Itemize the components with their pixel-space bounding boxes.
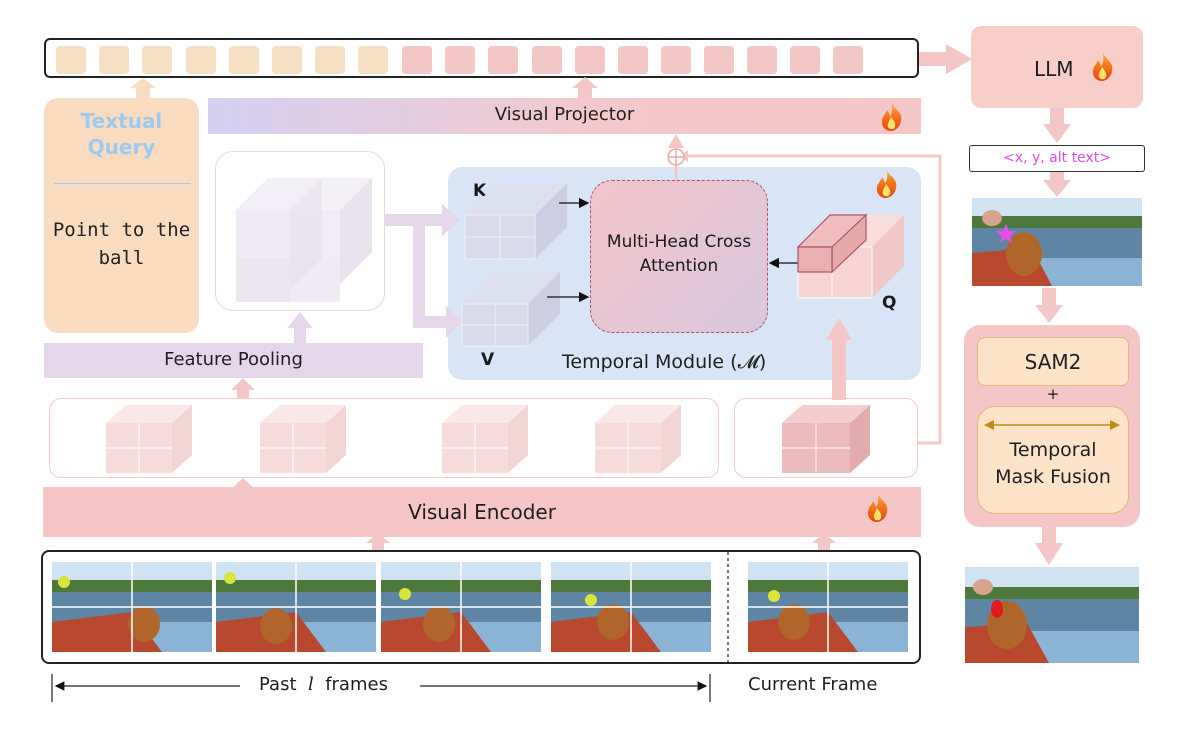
feature-pooling-label: Feature Pooling bbox=[164, 349, 303, 370]
current-frame-label: Current Frame bbox=[748, 674, 878, 695]
text-token bbox=[186, 46, 216, 74]
arrow-query-to-tokens bbox=[130, 78, 156, 98]
visual-token bbox=[618, 46, 648, 74]
visual-token bbox=[402, 46, 432, 74]
arrow-features-to-pooling bbox=[231, 378, 255, 398]
arrow-pooling-to-box bbox=[287, 312, 313, 343]
llm-label: LLM bbox=[1034, 57, 1074, 81]
arrow-llm-to-output bbox=[1043, 108, 1071, 143]
query-label: Q bbox=[882, 293, 897, 313]
fire-icon bbox=[867, 494, 888, 522]
divider bbox=[54, 183, 191, 184]
text-token bbox=[315, 46, 345, 74]
arrow-image-to-sam bbox=[1035, 288, 1063, 323]
visual-token bbox=[790, 46, 820, 74]
plus-sign: + bbox=[1046, 385, 1060, 403]
sam2-label: SAM2 bbox=[1024, 350, 1082, 374]
add-circle-icon bbox=[667, 148, 685, 166]
textual-query-title: Textual Query bbox=[80, 109, 163, 159]
video-frames bbox=[52, 552, 908, 662]
query-cubes bbox=[796, 213, 904, 299]
current-feature-cubes bbox=[782, 405, 870, 473]
value-label: V bbox=[481, 350, 495, 370]
textual-query-box bbox=[44, 98, 199, 333]
frame-thumbnail bbox=[551, 562, 711, 652]
token-sequence bbox=[44, 38, 919, 78]
visual-token bbox=[747, 46, 777, 74]
frame-thumbnail bbox=[52, 562, 212, 652]
visual-projector bbox=[208, 98, 921, 134]
segmentation-result-image bbox=[965, 567, 1139, 663]
arrow-sam-to-result bbox=[1035, 527, 1063, 565]
fire-icon bbox=[881, 103, 902, 131]
text-token bbox=[229, 46, 259, 74]
visual-token bbox=[833, 46, 863, 74]
current-frame-thumbnail bbox=[748, 562, 908, 652]
arrow-tokens-to-llm bbox=[919, 44, 972, 74]
double-arrow bbox=[984, 420, 1120, 430]
visual-encoder-label: Visual Encoder bbox=[408, 500, 556, 524]
arrow-output-to-image bbox=[1043, 172, 1071, 197]
past-label-suffix: frames bbox=[325, 674, 388, 695]
frame-thumbnail bbox=[216, 562, 376, 652]
pooled-feature-cubes bbox=[236, 178, 372, 302]
arrow-current-to-q bbox=[826, 318, 852, 400]
output-format: <x, y, alt text> bbox=[969, 145, 1145, 172]
star-marker-icon bbox=[996, 224, 1016, 243]
text-token bbox=[99, 46, 129, 74]
past-label-var: l bbox=[307, 674, 314, 695]
past-label-prefix: Past bbox=[259, 674, 297, 695]
multi-head-cross-attention bbox=[590, 180, 768, 333]
text-token bbox=[272, 46, 302, 74]
key-label: K bbox=[473, 181, 487, 201]
past-frames-label: Past l frames bbox=[259, 674, 388, 695]
arrow-encoder-to-features bbox=[231, 478, 255, 489]
text-token bbox=[142, 46, 172, 74]
arrow-pool-to-kv bbox=[385, 204, 462, 338]
text-token bbox=[358, 46, 388, 74]
visual-token bbox=[532, 46, 562, 74]
textual-query-text: Point to the ball bbox=[52, 219, 191, 269]
point-output-image bbox=[972, 198, 1142, 286]
temporal-mask-fusion-box bbox=[977, 406, 1129, 514]
attention-label: Multi-Head Cross Attention bbox=[606, 232, 752, 276]
visual-token bbox=[488, 46, 518, 74]
sam2-box bbox=[977, 337, 1129, 386]
past-frames-span bbox=[51, 674, 711, 702]
frame-thumbnail bbox=[381, 562, 541, 652]
fire-icon bbox=[876, 170, 897, 198]
temporal-module-label: Temporal Module (𝓜) bbox=[562, 351, 767, 373]
residual-path bbox=[674, 154, 942, 445]
key-cubes bbox=[464, 183, 567, 260]
fire-icon bbox=[1092, 53, 1113, 81]
llm-box bbox=[971, 26, 1143, 108]
visual-token bbox=[575, 46, 605, 74]
feature-pooling bbox=[44, 343, 423, 378]
arrow-projector-to-tokens bbox=[572, 77, 598, 98]
past-feature-cubes bbox=[106, 405, 681, 473]
temporal-mask-fusion-label: Temporal Mask Fusion bbox=[995, 439, 1111, 488]
visual-token bbox=[661, 46, 691, 74]
visual-encoder bbox=[43, 487, 921, 537]
arrow-add-to-projector bbox=[668, 134, 684, 148]
visual-token bbox=[704, 46, 734, 74]
visual-token bbox=[445, 46, 475, 74]
visual-projector-label: Visual Projector bbox=[494, 104, 635, 125]
text-token bbox=[56, 46, 86, 74]
arrow-frames-to-encoder bbox=[366, 533, 836, 550]
value-cubes bbox=[461, 272, 560, 347]
